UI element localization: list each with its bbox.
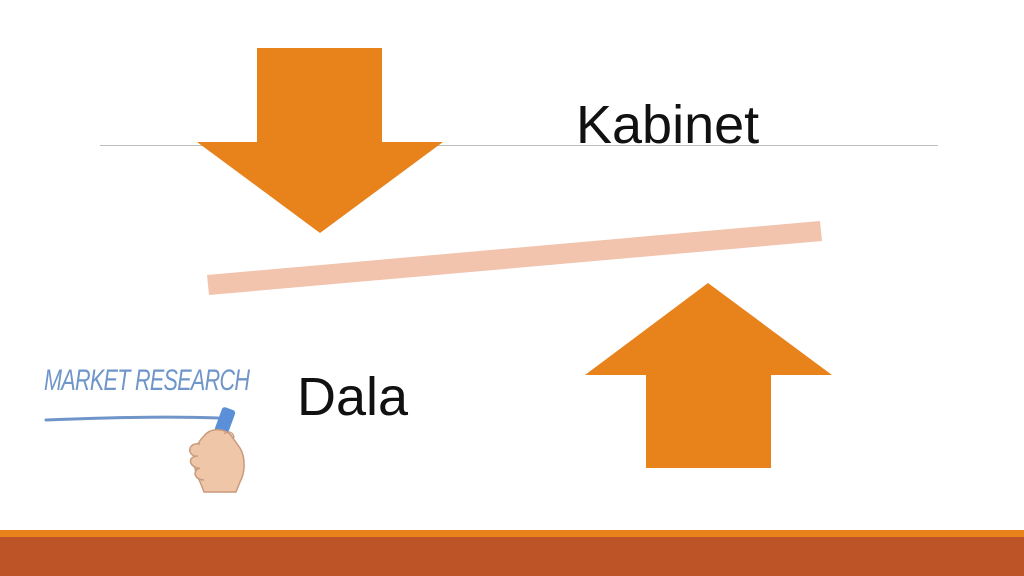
market-research-image: MARKET RESEARCH xyxy=(40,358,250,498)
top-label: Kabinet xyxy=(576,95,760,155)
hand-with-marker-icon xyxy=(44,407,245,493)
down-arrow-icon xyxy=(197,48,443,233)
market-research-caption: MARKET RESEARCH xyxy=(44,364,250,397)
footer-bar xyxy=(0,537,1024,576)
balance-beam xyxy=(207,221,822,295)
horizontal-rule xyxy=(100,145,938,146)
footer-accent-line xyxy=(0,530,1024,537)
up-arrow-icon xyxy=(585,283,832,468)
bottom-label: Dala xyxy=(297,367,409,427)
